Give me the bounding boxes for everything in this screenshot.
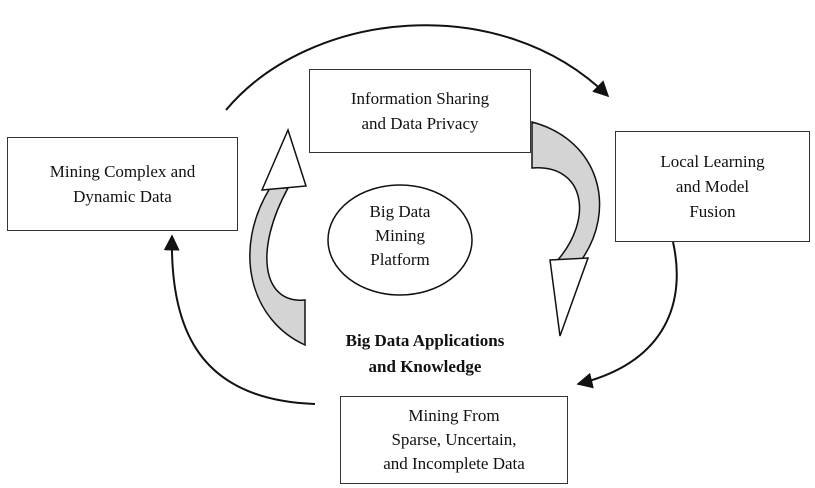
left-block-arrow	[249, 127, 308, 347]
node-text: Information Sharing	[350, 89, 490, 108]
node-text: Local Learning	[660, 152, 765, 171]
node-mining-sparse: Mining From Sparse, Uncertain, and Incom…	[340, 396, 568, 484]
top-curve-arrow	[225, 24, 610, 111]
node-text: and Data Privacy	[361, 114, 479, 133]
applications-text: Big Data Applications	[345, 331, 505, 350]
node-text: Mining Complex and	[49, 162, 196, 181]
platform-text: Platform	[370, 250, 430, 269]
node-text: and Model	[675, 177, 750, 196]
platform-ellipse	[327, 184, 473, 296]
platform-text: Mining	[374, 226, 426, 245]
node-local-learning: Local Learning and Model Fusion	[615, 131, 810, 242]
applications-text: and Knowledge	[368, 357, 482, 376]
node-info-sharing: Information Sharing and Data Privacy	[309, 69, 531, 153]
left-curve-arrow	[163, 234, 316, 405]
right-curve-arrow	[576, 241, 678, 389]
node-text: Mining From	[408, 406, 500, 425]
node-text: Sparse, Uncertain,	[391, 430, 517, 449]
platform-text: Big Data	[369, 202, 431, 221]
node-text: Dynamic Data	[73, 187, 172, 206]
applications-label: Big Data Applications and Knowledge	[300, 328, 550, 380]
node-text: Fusion	[689, 202, 736, 221]
node-mining-complex: Mining Complex and Dynamic Data	[7, 137, 238, 231]
platform-label: Big Data Mining Platform	[340, 200, 460, 272]
right-block-arrow	[531, 121, 601, 337]
node-text: and Incomplete Data	[383, 454, 525, 473]
